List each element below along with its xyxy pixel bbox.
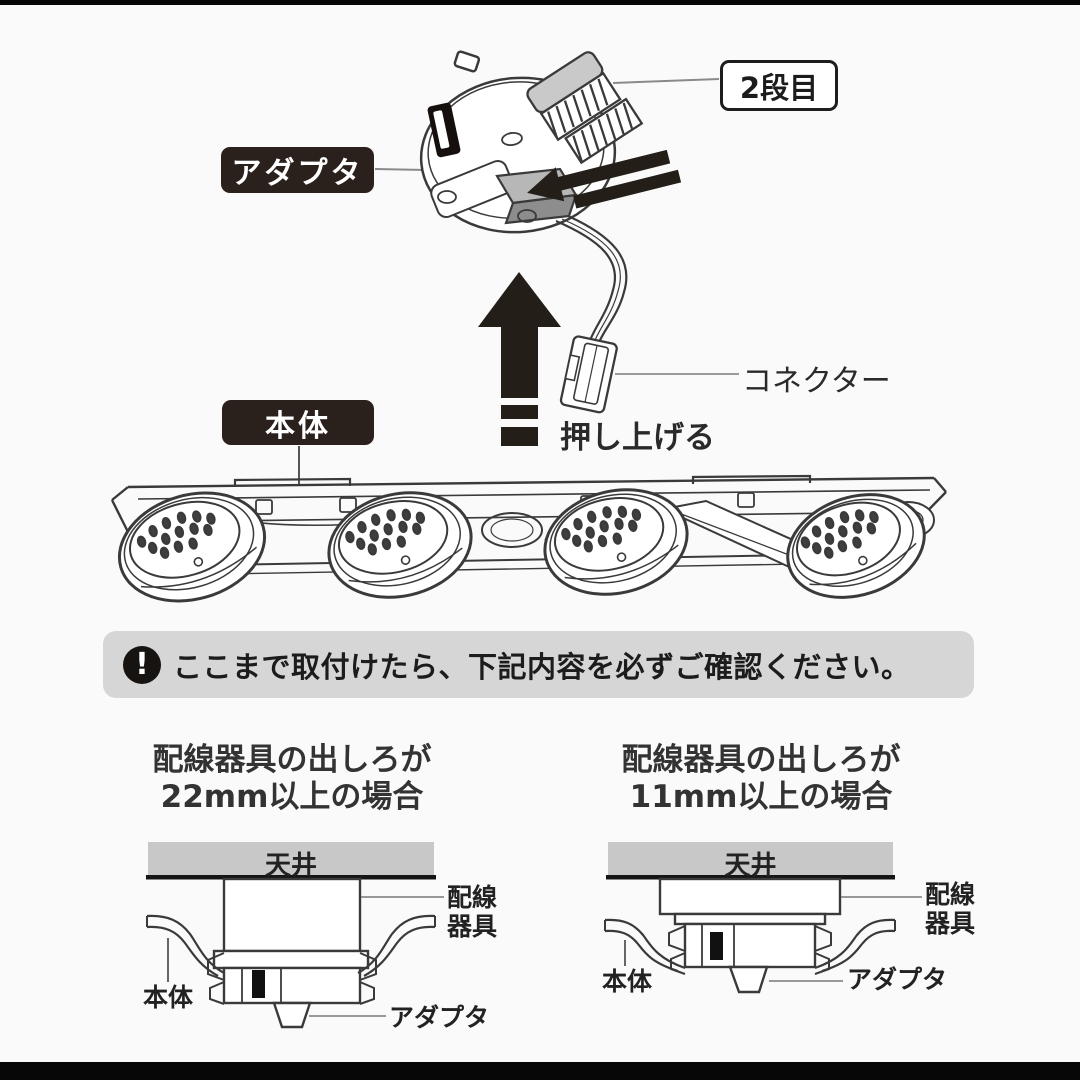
- case-right-drawing: [604, 842, 922, 994]
- lamp-head: [786, 493, 926, 599]
- rotate-direction-arrow: [527, 149, 682, 209]
- notice-text: ここまで取付けたら、下記内容を必ずご確認ください。: [173, 649, 911, 684]
- case-right-wiring-line2: 器具: [925, 909, 976, 938]
- case-right-ceiling-label: 天井: [724, 851, 777, 881]
- case-right-heading: 配線器具の出しろが 11mm以上の場合: [581, 742, 941, 816]
- case-left-wiring-label: 配線 器具: [447, 883, 497, 941]
- cable: [555, 214, 628, 348]
- lamp-head: [327, 491, 473, 599]
- connector-label: コネクター: [742, 364, 891, 399]
- case-left-wiring-line1: 配線: [447, 883, 498, 912]
- case-right-heading-line1: 配線器具の出しろが: [621, 742, 901, 778]
- screw-terminal: [526, 51, 644, 165]
- adapter-label-text: アダプタ: [231, 156, 364, 191]
- case-left-ceiling-label: 天井: [264, 851, 317, 881]
- adapter-illustration: [298, 50, 739, 486]
- case-right-wiring-line1: 配線: [925, 880, 976, 909]
- case-left-adapter-label: アダプタ: [389, 1003, 490, 1032]
- lamp-head: [543, 488, 689, 596]
- case-left-drawing: [146, 842, 444, 1029]
- top-letterbox-bar: [0, 0, 1080, 5]
- case-left-body-label: 本体: [143, 983, 194, 1012]
- lamp-head: [117, 491, 267, 603]
- case-left-heading-line1: 配線器具の出しろが: [152, 742, 432, 778]
- adapter-label: アダプタ: [221, 147, 374, 193]
- step2-label: 2段目: [720, 60, 838, 111]
- connector-illustration: [559, 335, 618, 414]
- case-right-heading-line2: 11mm以上の場合: [629, 779, 893, 815]
- body-label: 本体: [222, 400, 374, 445]
- step2-label-text: 2段目: [739, 70, 819, 105]
- case-left-heading: 配線器具の出しろが 22mm以上の場合: [112, 742, 472, 816]
- case-left-heading-line2: 22mm以上の場合: [160, 779, 424, 815]
- main-unit-illustration: [110, 474, 947, 603]
- bottom-letterbox-bar: [0, 1062, 1080, 1080]
- exclamation-icon: !: [123, 645, 161, 684]
- case-right-adapter-label: アダプタ: [847, 965, 948, 994]
- notice-box: ! ここまで取付けたら、下記内容を必ずご確認ください。: [103, 631, 974, 698]
- body-label-text: 本体: [265, 408, 331, 444]
- case-left-wiring-line2: 器具: [447, 912, 498, 941]
- up-arrow: [478, 272, 561, 446]
- push-up-label: 押し上げる: [560, 420, 715, 456]
- case-right-body-label: 本体: [602, 967, 653, 996]
- case-right-wiring-label: 配線 器具: [925, 880, 975, 938]
